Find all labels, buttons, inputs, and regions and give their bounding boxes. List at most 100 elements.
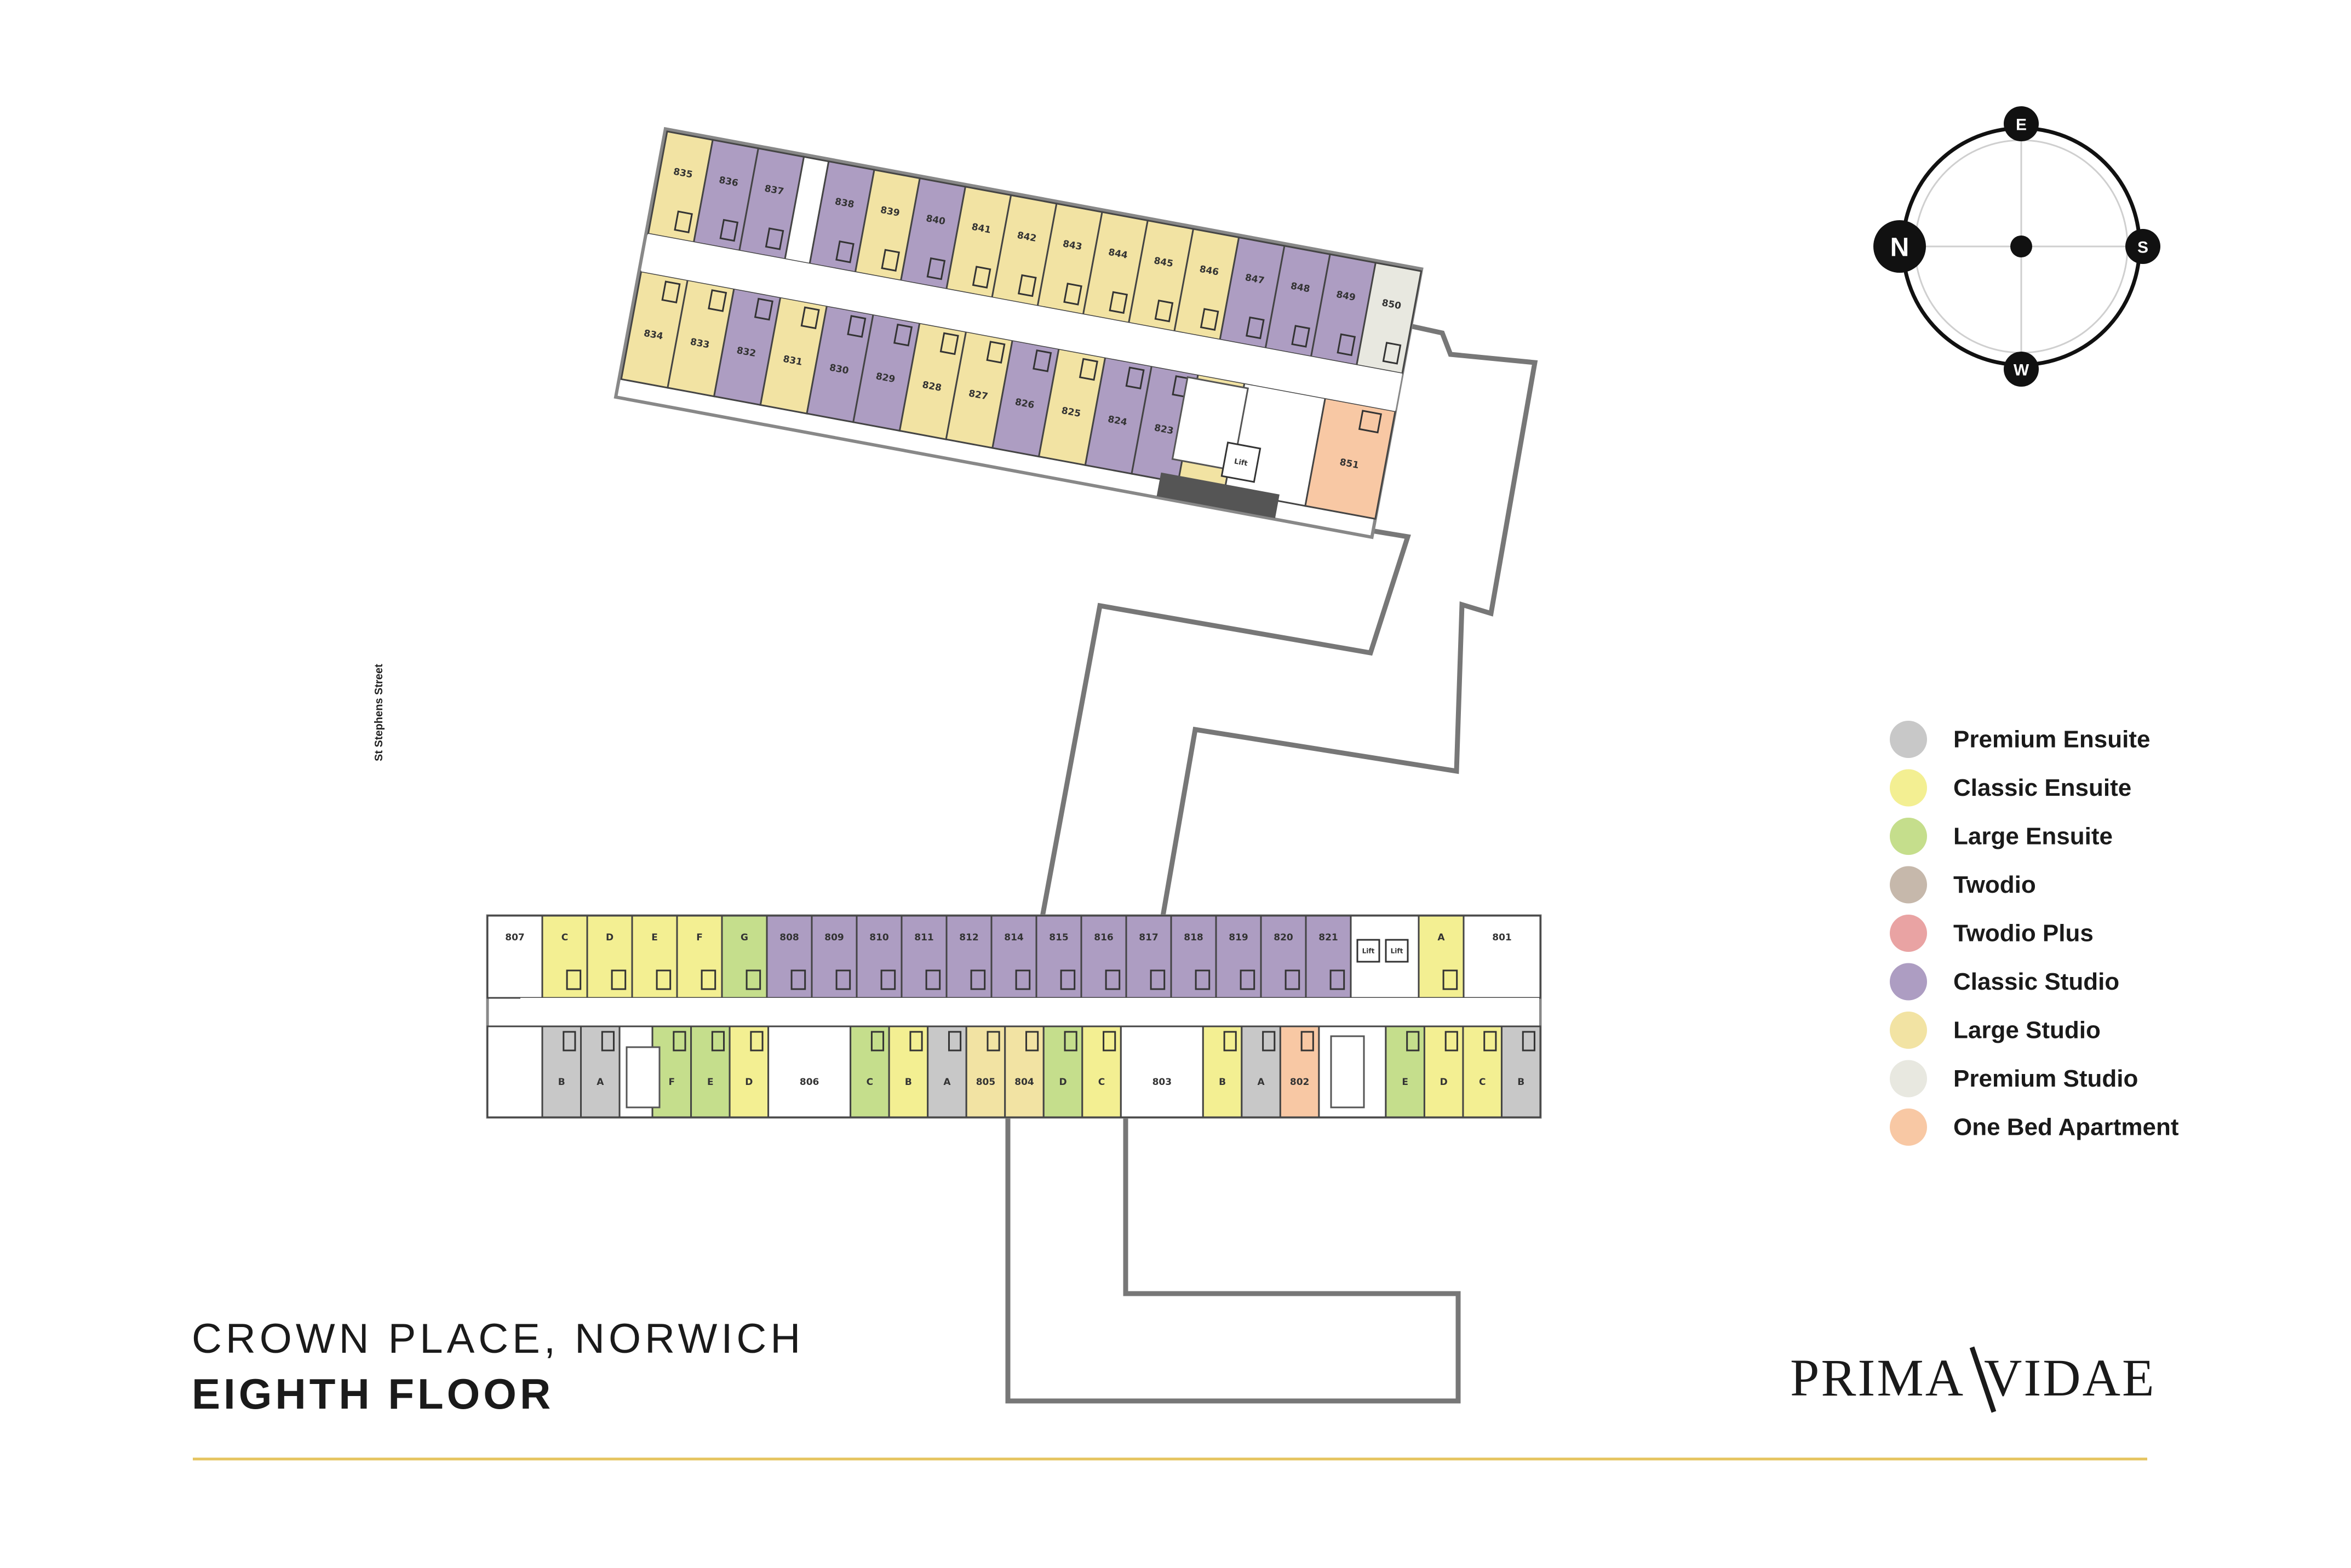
legend-label: One Bed Apartment: [1953, 1114, 2179, 1141]
brand-slash-icon: [1969, 1346, 1997, 1413]
bathroom-fixture-icon: [939, 332, 959, 355]
room-circulation: [486, 1025, 543, 1118]
room-b: [541, 1025, 582, 1118]
room-label: A: [597, 1077, 604, 1088]
bathroom-fixture-icon: [601, 1031, 615, 1052]
bathroom-fixture-icon: [1063, 283, 1082, 306]
compass-rose: N E S W: [1873, 106, 2160, 387]
room-label: E: [1402, 1077, 1408, 1088]
room-850: [1355, 261, 1423, 375]
bathroom-fixture-icon: [750, 1031, 764, 1052]
room-807: [486, 915, 543, 999]
bathroom-fixture-icon: [1064, 1031, 1077, 1052]
bathroom-fixture-icon: [1246, 316, 1265, 340]
compass-east-disc: [2004, 106, 2039, 141]
bathroom-fixture-icon: [926, 257, 946, 280]
room-label: 801: [1492, 932, 1512, 943]
room-label: 817: [1139, 932, 1159, 943]
bathroom-fixture-icon: [881, 249, 901, 272]
bathroom-fixture-icon: [563, 1031, 576, 1052]
room-label: A: [1258, 1077, 1265, 1088]
legend-swatch-premium-studio: [1890, 1060, 1927, 1098]
south-lift-box-1: [1356, 939, 1380, 963]
bathroom-fixture-icon: [566, 969, 582, 990]
legend-swatch-one-bed-apartment: [1890, 1108, 1927, 1146]
bathroom-fixture-icon: [1103, 1031, 1116, 1052]
room-e: [690, 1025, 731, 1118]
compass-east-label: E: [2016, 116, 2027, 134]
bathroom-fixture-icon: [1444, 1031, 1458, 1052]
room-label: C: [1479, 1077, 1486, 1088]
bathroom-fixture-icon: [1382, 342, 1402, 365]
legend-label: Classic Ensuite: [1953, 774, 2131, 801]
bathroom-fixture-icon: [1125, 366, 1145, 390]
bathroom-fixture-icon: [1291, 325, 1310, 348]
bathroom-fixture-icon: [1300, 1031, 1314, 1052]
legend-swatch-large-ensuite: [1890, 818, 1927, 855]
bathroom-fixture-icon: [711, 1031, 725, 1052]
room-label: F: [696, 932, 703, 943]
compass-center-dot: [2010, 236, 2032, 257]
room-label: 811: [914, 932, 934, 943]
north-wing-north-rooms: 8358368378388398408418428438448458468478…: [647, 130, 1423, 375]
north-wing-corridor: [641, 233, 1402, 411]
bathroom-fixture-icon: [754, 297, 773, 321]
room-label: 806: [800, 1077, 819, 1088]
room-label: 809: [824, 932, 844, 943]
room-801: [1463, 915, 1541, 999]
compass-west-label: W: [2014, 361, 2029, 380]
north-lift-label: Lift: [1234, 457, 1248, 468]
room-label: 810: [869, 932, 889, 943]
room-label: A: [943, 1077, 951, 1088]
room-label: A: [1437, 932, 1445, 943]
brand-right: VIDAE: [1984, 1348, 2156, 1407]
outline-lower-link: [1005, 1112, 1461, 1404]
compass-south-label: S: [2137, 239, 2148, 257]
bathroom-fixture-icon: [1329, 969, 1345, 990]
bathroom-fixture-icon: [790, 969, 806, 990]
bathroom-fixture-icon: [987, 1031, 1000, 1052]
room-label: D: [1059, 1077, 1066, 1088]
legend-label: Premium Studio: [1953, 1065, 2138, 1092]
room-label: 814: [1004, 932, 1024, 943]
room-label: 816: [1094, 932, 1114, 943]
bathroom-fixture-icon: [1285, 969, 1300, 990]
bathroom-fixture-icon: [708, 289, 727, 312]
bathroom-fixture-icon: [1358, 410, 1383, 434]
room-label: F: [669, 1077, 675, 1088]
room-label: 815: [1049, 932, 1069, 943]
room-label: C: [867, 1077, 873, 1088]
bathroom-fixture-icon: [661, 280, 681, 304]
bathroom-fixture-icon: [1442, 969, 1458, 990]
bathroom-fixture-icon: [1240, 969, 1255, 990]
bathroom-fixture-icon: [972, 266, 991, 289]
bathroom-fixture-icon: [1195, 969, 1211, 990]
south-lift-label-1: Lift: [1362, 947, 1375, 955]
room-label: C: [561, 932, 568, 943]
bathroom-fixture-icon: [656, 969, 672, 990]
south-stair-west: [626, 1046, 661, 1108]
bathroom-fixture-icon: [948, 1031, 962, 1052]
room-label: 807: [505, 932, 525, 943]
legend-swatch-premium-ensuite: [1890, 721, 1927, 758]
bathroom-fixture-icon: [880, 969, 896, 990]
title-location: CROWN PLACE, NORWICH: [192, 1316, 804, 1362]
bathroom-fixture-icon: [909, 1031, 923, 1052]
room-label: B: [1219, 1077, 1226, 1088]
room-label: C: [1098, 1077, 1105, 1088]
bathroom-fixture-icon: [1033, 349, 1052, 372]
bathroom-fixture-icon: [1262, 1031, 1276, 1052]
south-stair-east: [1330, 1035, 1365, 1108]
legend-swatch-twodio: [1890, 866, 1927, 904]
bathroom-fixture-icon: [1337, 333, 1356, 357]
bathroom-fixture-icon: [1150, 969, 1166, 990]
bathroom-fixture-icon: [925, 969, 941, 990]
room-806: [767, 1025, 852, 1118]
legend-label: Large Ensuite: [1953, 823, 2113, 850]
bathroom-fixture-icon: [1017, 274, 1037, 297]
north-wing: 8358368378388398408418428438448458468478…: [613, 127, 1424, 539]
room-label: D: [1440, 1077, 1448, 1088]
bathroom-fixture-icon: [1154, 299, 1174, 323]
